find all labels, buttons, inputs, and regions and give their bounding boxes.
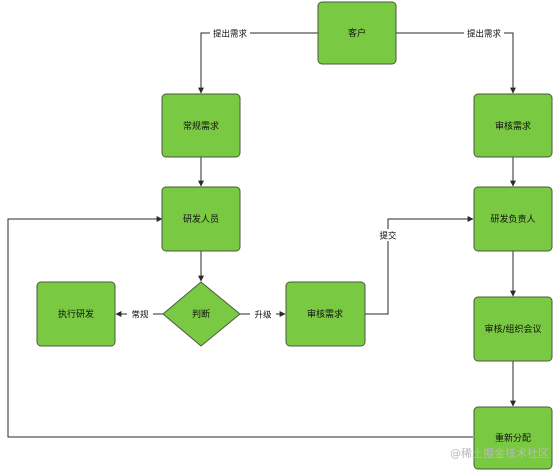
edge-customer-to-regular (198, 32, 318, 94)
node-label-dev-lead: 研发负责人 (490, 213, 535, 225)
node-regular-req[interactable] (161, 93, 241, 158)
node-dev-lead[interactable] (473, 186, 553, 252)
node-execute-dev[interactable] (36, 281, 116, 347)
node-customer[interactable] (317, 1, 397, 65)
watermark-text: @稀土掘金技术社区 (450, 446, 549, 460)
edge-customer-to-review-top (396, 32, 516, 94)
edge-label-submit: 提交 (379, 231, 397, 242)
node-meeting[interactable] (473, 296, 553, 362)
node-label-meeting: 审核/组织会议 (484, 323, 541, 335)
node-label-judge: 判断 (192, 308, 210, 320)
edges (7, 32, 516, 438)
node-label-regular-req: 常规需求 (183, 120, 219, 132)
edge-label-raise-left: 提出需求 (213, 29, 248, 40)
edge-reassign-to-developer (7, 216, 473, 438)
node-review-req-top[interactable] (473, 93, 553, 158)
edge-label-bg (250, 308, 276, 320)
edge-label-upgrade: 升级 (254, 310, 272, 321)
node-developer[interactable] (161, 186, 241, 252)
edge-label-bg (375, 229, 401, 241)
node-review-req-mid[interactable] (285, 281, 366, 347)
node-reassign[interactable] (473, 406, 553, 470)
node-label-developer: 研发人员 (183, 213, 219, 225)
edge-label-bg (464, 27, 504, 39)
edge-label-bg (210, 27, 250, 39)
node-label-customer: 客户 (348, 27, 366, 39)
node-label-review-req-mid: 审核需求 (307, 308, 343, 320)
edge-label-bg (127, 308, 153, 320)
edge-review-mid-to-lead (365, 216, 474, 315)
node-judge[interactable] (162, 281, 241, 347)
node-label-review-req-top: 审核需求 (495, 120, 531, 132)
node-label-reassign: 重新分配 (495, 432, 531, 444)
edge-label-raise-right: 提出需求 (467, 29, 502, 40)
edge-label-regular: 常规 (131, 310, 149, 321)
node-label-execute-dev: 执行研发 (58, 308, 94, 320)
nodes (36, 1, 553, 470)
